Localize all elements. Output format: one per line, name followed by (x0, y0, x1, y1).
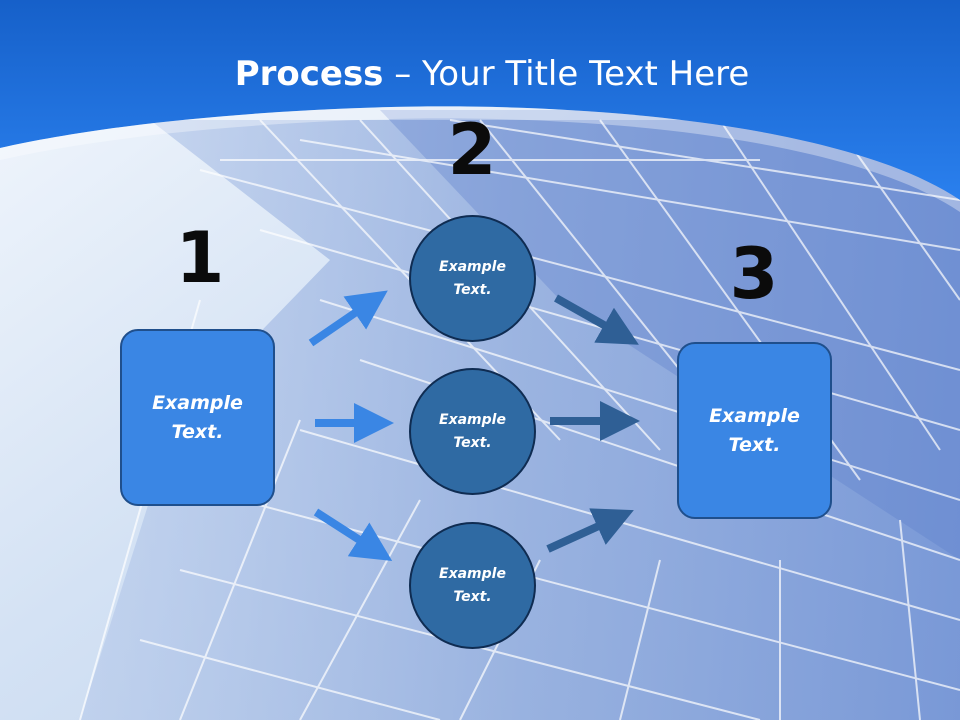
box-step-1: Example Text. (120, 329, 275, 506)
box-step-3: Example Text. (677, 342, 832, 519)
box-step-3-text: Example Text. (709, 404, 800, 456)
step-number-1: 1 (175, 217, 225, 299)
circle-top-text: Example Text. (439, 258, 506, 298)
title-bold: Process (234, 54, 384, 94)
arrow-box-to-circle-bottom (313, 508, 393, 561)
circle-step-2-bottom: Example Text. (409, 522, 536, 649)
arrow-box-to-circle-top (308, 290, 388, 347)
box-step-1-text: Example Text. (152, 391, 243, 443)
step-number-3: 3 (729, 233, 779, 315)
header-highlight (0, 106, 960, 212)
circle-step-2-top: Example Text. (409, 215, 536, 342)
circle-bottom-text: Example Text. (439, 565, 506, 605)
circle-middle-text: Example Text. (439, 411, 506, 451)
title-rest: – Your Title Text Here (383, 54, 750, 94)
step-number-2: 2 (447, 109, 497, 191)
arrow-circle-bottom-to-box (546, 508, 634, 553)
header-band (0, 0, 960, 200)
circle-step-2-middle: Example Text. (409, 368, 536, 495)
slide-title: Process – Your Title Text Here (0, 54, 960, 94)
arrow-circle-top-to-box (554, 294, 639, 345)
